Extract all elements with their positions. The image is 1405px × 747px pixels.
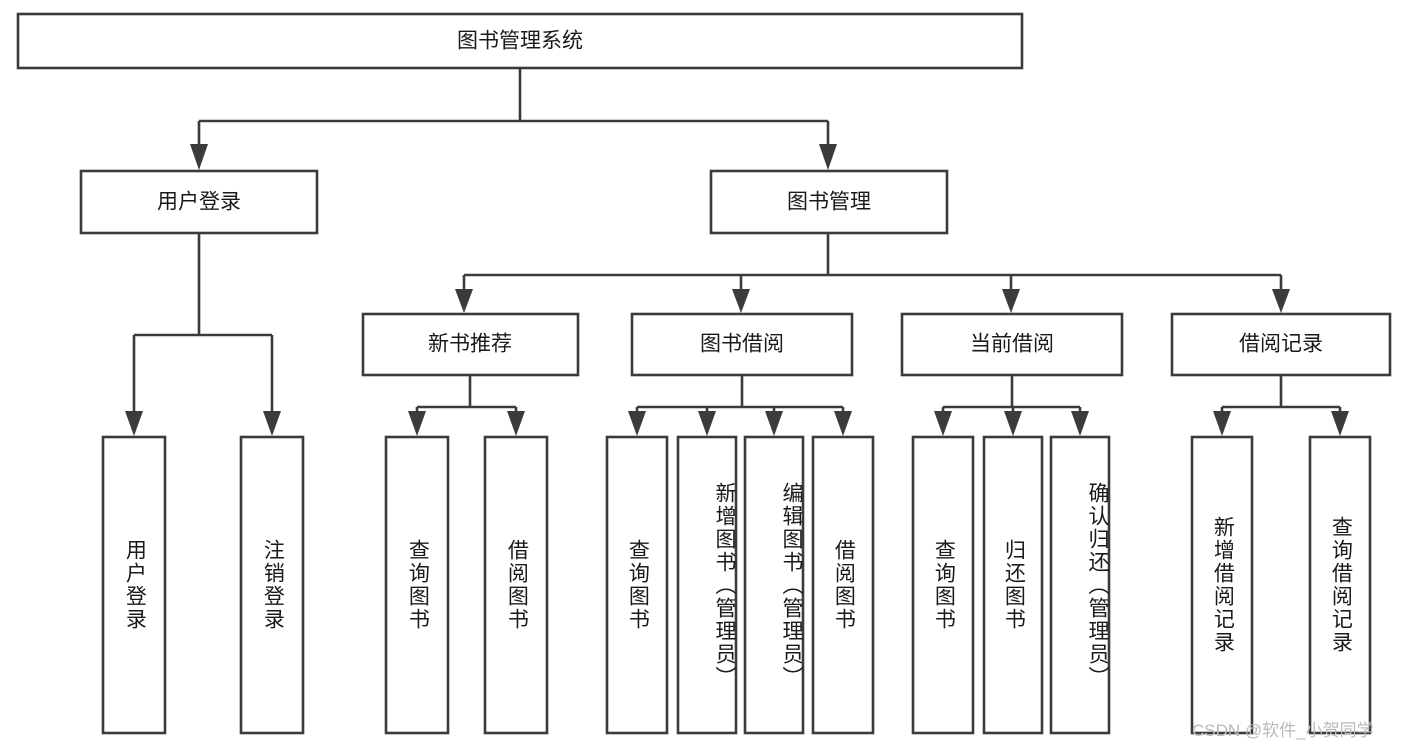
- node-new-book-rec[interactable]: 新书推荐: [361, 312, 580, 377]
- leaf-box-rec-add[interactable]: [1190, 435, 1254, 735]
- arrow-head-user-login: [190, 144, 208, 170]
- node-user-login-label: 用户登录: [157, 191, 241, 214]
- csdn-watermark: CSDN @软件_小贺同学: [1192, 721, 1374, 740]
- node-book-manage-box[interactable]: [709, 169, 949, 235]
- arrow-head-book-manage: [819, 144, 837, 170]
- leaf-box-cur-return[interactable]: [982, 435, 1044, 735]
- leaf-box-rec-borrow[interactable]: [483, 435, 549, 735]
- connector-group-user-login: [125, 233, 281, 436]
- node-root-box[interactable]: [16, 12, 1024, 70]
- arrow-head-leaf-cur-query: [934, 411, 952, 436]
- node-borrow-record-label: 借阅记录: [1239, 333, 1323, 356]
- arrow-head-leaf-borrow-add: [698, 411, 716, 436]
- arrow-head-borrow-record: [1272, 289, 1290, 313]
- arrow-head-leaf-rec-query2: [1331, 411, 1349, 436]
- node-root-label: 图书管理系统: [457, 30, 583, 53]
- arrow-head-leaf-borrow-edit: [765, 411, 783, 436]
- node-current-borrow[interactable]: 当前借阅: [900, 312, 1124, 377]
- arrow-head-leaf-cur-return: [1004, 411, 1022, 436]
- arrow-head-leaf-rec-query: [408, 411, 426, 436]
- arrow-head-current-borrow: [1002, 289, 1020, 313]
- arrow-head-leaf-cur-confirm: [1071, 411, 1089, 436]
- connector-group-borrow-record: [1213, 375, 1349, 436]
- connector-group-book-borrow: [628, 375, 852, 436]
- leaf-boxes-group: [101, 435, 1372, 735]
- connector-group-root: [190, 68, 837, 170]
- arrow-head-leaf-user-logout: [263, 411, 281, 436]
- node-root[interactable]: 图书管理系统: [16, 12, 1024, 70]
- node-borrow-record-box[interactable]: [1170, 312, 1392, 377]
- node-book-borrow-label: 图书借阅: [700, 333, 784, 356]
- node-user-login[interactable]: 用户登录: [79, 169, 319, 235]
- leaf-box-cur-confirm[interactable]: [1049, 435, 1111, 735]
- arrow-head-leaf-rec-borrow: [507, 411, 525, 436]
- node-book-manage-label: 图书管理: [787, 191, 871, 214]
- node-borrow-record[interactable]: 借阅记录: [1170, 312, 1392, 377]
- node-book-borrow[interactable]: 图书借阅: [630, 312, 854, 377]
- node-book-borrow-box[interactable]: [630, 312, 854, 377]
- leaf-box-user-login[interactable]: [101, 435, 167, 735]
- connector-group-new-book-rec: [408, 375, 525, 436]
- node-new-book-rec-box[interactable]: [361, 312, 580, 377]
- node-current-borrow-label: 当前借阅: [970, 333, 1054, 356]
- node-book-manage[interactable]: 图书管理: [709, 169, 949, 235]
- leaf-box-borrow-query[interactable]: [605, 435, 669, 735]
- arrow-head-leaf-borrow-lend: [834, 411, 852, 436]
- leaf-box-borrow-lend[interactable]: [811, 435, 875, 735]
- arrow-head-book-borrow: [732, 289, 750, 313]
- leaf-box-rec-query2[interactable]: [1308, 435, 1372, 735]
- node-current-borrow-box[interactable]: [900, 312, 1124, 377]
- arrow-head-leaf-user-login: [125, 411, 143, 436]
- arrow-head-leaf-borrow-query: [628, 411, 646, 436]
- leaf-box-borrow-add[interactable]: [676, 435, 738, 735]
- node-user-login-box[interactable]: [79, 169, 319, 235]
- leaf-box-borrow-edit[interactable]: [743, 435, 805, 735]
- node-new-book-rec-label: 新书推荐: [428, 333, 512, 356]
- connector-group-current-borrow: [934, 375, 1089, 436]
- arrow-head-new-book-rec: [455, 289, 473, 313]
- leaf-box-cur-query[interactable]: [911, 435, 975, 735]
- connector-group-book-manage: [455, 233, 1290, 313]
- leaf-box-rec-query[interactable]: [384, 435, 450, 735]
- arrow-head-leaf-rec-add: [1213, 411, 1231, 436]
- leaf-box-user-logout[interactable]: [239, 435, 305, 735]
